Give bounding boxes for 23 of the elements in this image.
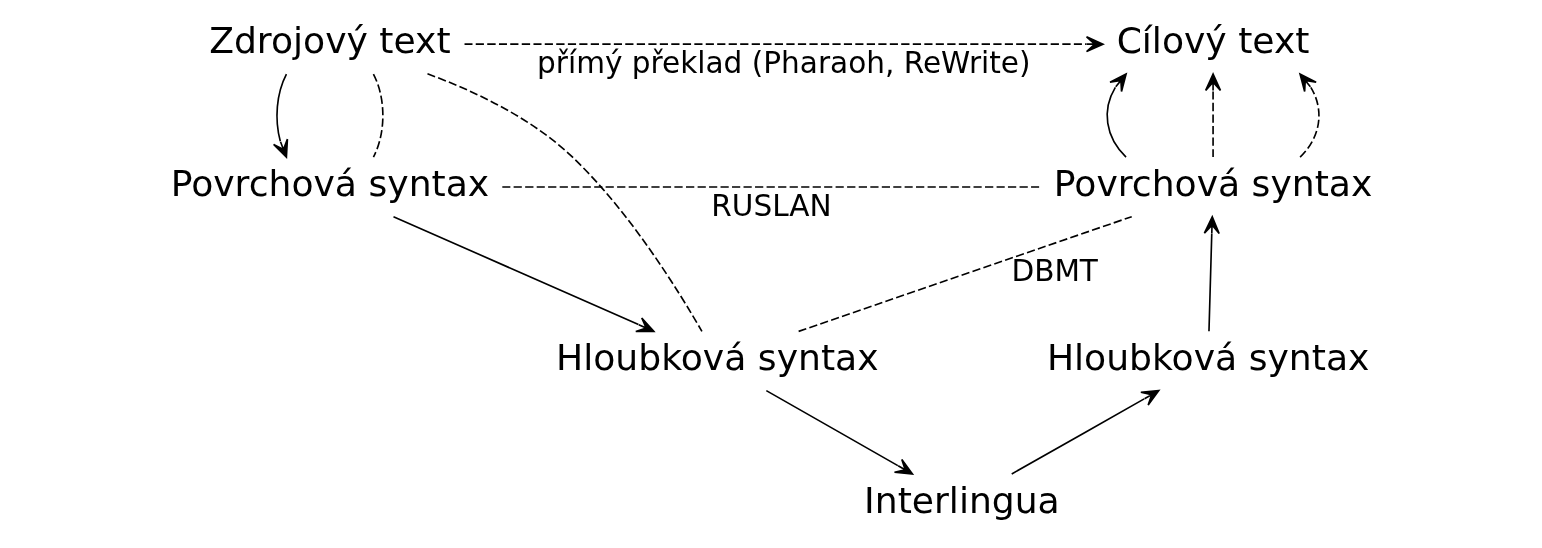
edge-label: RUSLAN [710, 188, 832, 223]
arrow [463, 36, 1104, 53]
node-text: Zdrojový text [208, 19, 451, 63]
arrow [272, 73, 288, 158]
arrow [1105, 73, 1127, 158]
edge-label: DBMT [1010, 254, 1098, 289]
node-text: Interlingua [863, 479, 1060, 523]
arrow [1203, 216, 1220, 332]
node-text: Cílový text [1116, 19, 1309, 63]
arrow [392, 215, 655, 333]
node-text: Hloubková syntax [1046, 336, 1369, 380]
connector [501, 186, 1041, 188]
arrow [765, 389, 913, 475]
arrow [1298, 73, 1320, 158]
arrow [1010, 389, 1160, 475]
node-text: Hloubková syntax [555, 336, 879, 380]
connector [797, 215, 1133, 333]
arrow [1204, 73, 1221, 158]
node-text: Povrchová syntax [170, 162, 489, 206]
connector [372, 73, 384, 158]
node-text: Povrchová syntax [1053, 162, 1372, 206]
connector [426, 73, 703, 333]
edge-label: přímý překlad (Pharaoh, ReWrite) [536, 45, 1031, 80]
